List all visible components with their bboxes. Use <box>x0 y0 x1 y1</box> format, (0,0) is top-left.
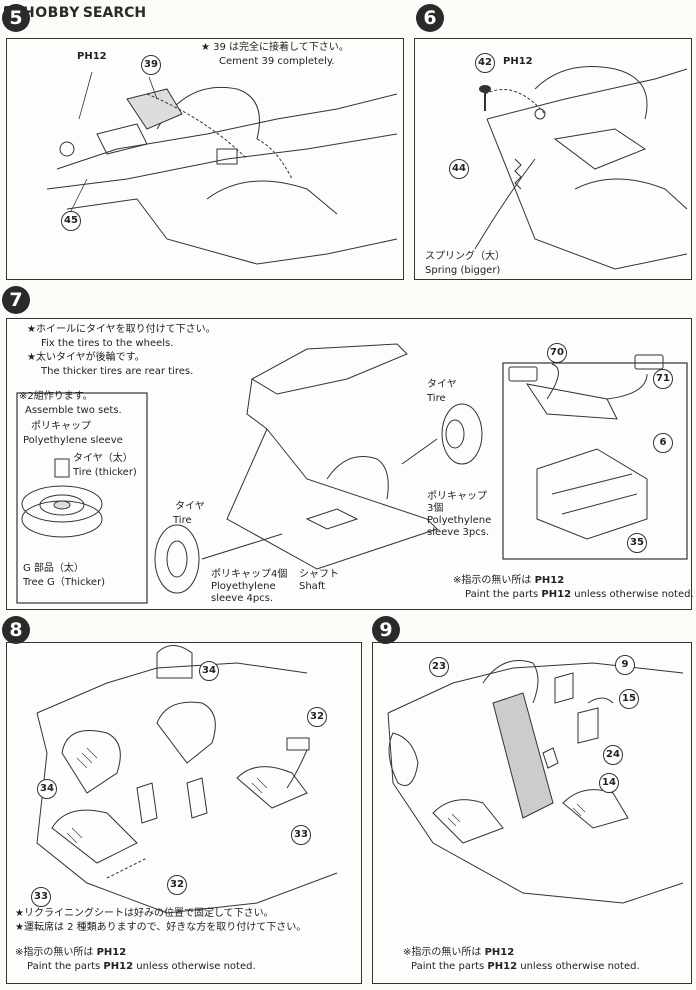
step5-diagram <box>46 71 398 265</box>
step7-note1-en: Fix the tires to the wheels. <box>41 338 174 349</box>
step6-panel: PH12 42 44 スプリング（大） Spring (bigger) <box>414 38 692 280</box>
step8-part-33-right: 33 <box>291 825 311 845</box>
step7-shaft-jp: シャフト <box>299 569 339 580</box>
step5-note-en: Cement 39 completely. <box>219 56 335 67</box>
step8-number: 8 <box>2 616 30 644</box>
step5-paint-code: PH12 <box>77 51 107 62</box>
step9-paint-note-jp: ※指示の無い所は PH12 <box>403 947 514 960</box>
step8-paint-note-jp: ※指示の無い所は PH12 <box>15 947 126 960</box>
step9-paint-code-value: H12 <box>491 947 515 958</box>
step8-panel: 34 32 34 33 33 32 ★リクライニングシートは好みの位置で固定して… <box>6 642 362 984</box>
step5-number: 5 <box>2 4 30 32</box>
step6-part-42: 42 <box>475 53 495 73</box>
step9-paint-note-jp-text: ※指示の無い所は <box>403 947 482 958</box>
step7-tire-thick-jp: タイヤ（太） <box>73 453 133 464</box>
step8-part-33-left: 33 <box>31 887 51 907</box>
step8-paint-note-en2: unless otherwise noted. <box>136 961 256 972</box>
step7-tire-jp: タイヤ <box>427 379 457 390</box>
step5-part-39: 39 <box>141 55 161 75</box>
step6-spring-en: Spring (bigger) <box>425 265 501 276</box>
step6-part-44: 44 <box>449 159 469 179</box>
step8-part-32-bottom: 32 <box>167 875 187 895</box>
step7-poly4-en2: sleeve 4pcs. <box>211 593 274 604</box>
step7-diagram <box>16 343 688 604</box>
step7-inset-en: Assemble two sets. <box>25 405 122 416</box>
step7-paint-code: PH12 <box>534 575 565 586</box>
step9-part-14: 14 <box>599 773 619 793</box>
step7-note2-jp: ★太いタイヤが後輪です。 <box>27 352 145 363</box>
step7-poly-jp: ポリキャップ <box>31 421 91 432</box>
step5-note-jp: ★ 39 は完全に接着して下さい。 <box>201 42 349 53</box>
step9-part-24: 24 <box>603 745 623 765</box>
step7-paint-code-value-2: H12 <box>548 589 572 600</box>
step6-spring-jp: スプリング（大） <box>425 251 505 262</box>
step9-part-9: 9 <box>615 655 635 675</box>
step7-shaft-en: Shaft <box>299 581 326 592</box>
step9-panel: 23 9 15 24 14 ※指示の無い所は PH12 Paint the pa… <box>372 642 692 984</box>
step6-number: 6 <box>416 4 444 32</box>
step8-paint-code-2: PH12 <box>103 961 134 972</box>
step7-part-71: 71 <box>653 369 673 389</box>
step8-paint-code-value: H12 <box>103 947 127 958</box>
step8-part-34-top: 34 <box>199 661 219 681</box>
step9-paint-note-en: Paint the parts PH12 unless otherwise no… <box>411 961 640 974</box>
step8-paint-code: PH12 <box>96 947 127 958</box>
step6-paint-code-value: H12 <box>510 56 533 67</box>
step7-part-6: 6 <box>653 433 673 453</box>
step7-paint-note-en2: unless otherwise noted. <box>574 589 694 600</box>
step7-poly3-count-jp: 3個 <box>427 503 444 514</box>
step7-tire-en: Tire <box>427 393 446 404</box>
step8-paint-note-jp-text: ※指示の無い所は <box>15 947 94 958</box>
step7-treeg-jp: G 部品（太） <box>23 563 84 574</box>
step7-note2-en: The thicker tires are rear tires. <box>41 366 194 377</box>
step7-poly4-en1: Ployethylene <box>211 581 276 592</box>
logo-suffix-text: SEARCH <box>82 5 147 21</box>
step7-tire-thick-en: Tire (thicker) <box>73 467 137 478</box>
step7-poly3-en1: Polyethylene <box>427 515 492 526</box>
step9-part-23: 23 <box>429 657 449 677</box>
step7-paint-code-value: H12 <box>541 575 565 586</box>
hobby-search-logo: HOBBY SEARCH <box>4 4 146 22</box>
step5-panel: ★ 39 は完全に接着して下さい。 Cement 39 completely. … <box>6 38 404 280</box>
step7-treeg-en: Tree G（Thicker) <box>23 577 106 588</box>
step7-paint-note-en: Paint the parts PH12 unless otherwise no… <box>465 589 694 602</box>
step7-part-70: 70 <box>547 343 567 363</box>
step6-paint-code: PH12 <box>503 56 533 67</box>
step9-number: 9 <box>372 616 400 644</box>
step7-inset-jp: ※2組作ります。 <box>19 391 93 402</box>
step8-diagram <box>36 645 338 914</box>
step9-paint-code: PH12 <box>484 947 515 958</box>
step8-part-34-left: 34 <box>37 779 57 799</box>
step7-part-35: 35 <box>627 533 647 553</box>
step7-tire2-jp: タイヤ <box>175 501 205 512</box>
step9-diagram <box>387 660 684 904</box>
step7-poly3-jp: ポリキャップ <box>427 491 487 502</box>
step5-part-45: 45 <box>61 211 81 231</box>
step8-paint-note-en: Paint the parts PH12 unless otherwise no… <box>27 961 256 974</box>
step7-paint-note-jp-text: ※指示の無い所は <box>453 575 532 586</box>
step7-number: 7 <box>2 286 30 314</box>
step8-paint-note-en1: Paint the parts <box>27 961 101 972</box>
step7-poly4-jp: ポリキャップ4個 <box>211 569 288 580</box>
step7-paint-note-jp: ※指示の無い所は PH12 <box>453 575 564 588</box>
step9-paint-code-value-2: H12 <box>494 961 518 972</box>
step8-note1-jp: ★リクライニングシートは好みの位置で固定して下さい。 <box>15 908 274 919</box>
step7-poly3-en2: sleeve 3pcs. <box>427 527 490 538</box>
step8-paint-code-value-2: H12 <box>110 961 134 972</box>
step9-paint-note-en1: Paint the parts <box>411 961 485 972</box>
step8-part-32-right: 32 <box>307 707 327 727</box>
step7-tire2-en: Tire <box>173 515 192 526</box>
step9-paint-code-2: PH12 <box>487 961 518 972</box>
step7-note1-jp: ★ホイールにタイヤを取り付けて下さい。 <box>27 324 216 335</box>
step7-panel: ★ホイールにタイヤを取り付けて下さい。 Fix the tires to the… <box>6 318 694 610</box>
step8-note2-jp: ★運転席は 2 種類ありますので、好きな方を取り付けて下さい。 <box>15 922 307 933</box>
step7-paint-note-en1: Paint the parts <box>465 589 539 600</box>
step7-paint-code-2: PH12 <box>541 589 572 600</box>
step9-part-15: 15 <box>619 689 639 709</box>
step7-poly-en: Polyethylene sleeve <box>23 435 123 446</box>
logo-brand-text: HOBBY <box>23 5 80 21</box>
step6-diagram <box>474 66 688 270</box>
step5-paint-code-value: H12 <box>84 51 107 62</box>
step9-paint-note-en2: unless otherwise noted. <box>520 961 640 972</box>
